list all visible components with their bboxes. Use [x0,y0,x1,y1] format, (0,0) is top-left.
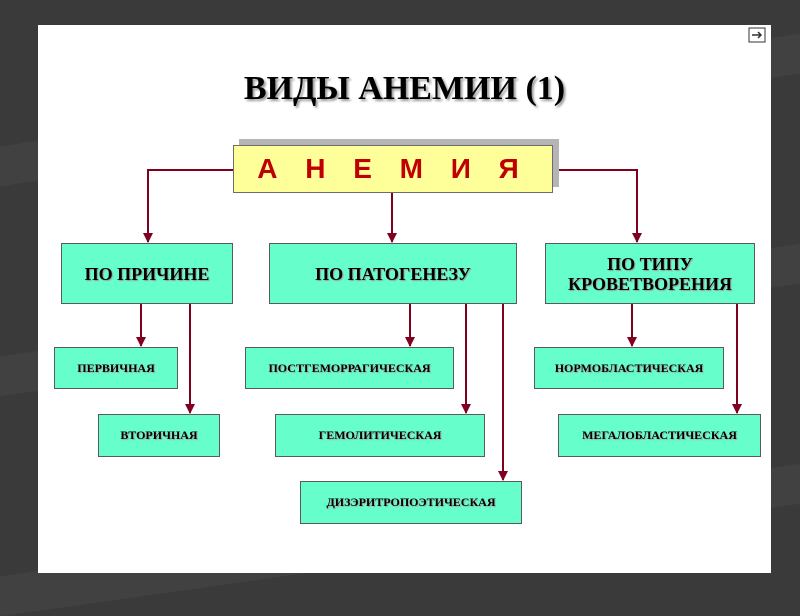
leaf-normoblastic: НОРМОБЛАСТИЧЕСКАЯ [534,347,724,389]
leaf-megaloblastic: МЕГАЛОБЛАСТИЧЕСКАЯ [558,414,761,457]
category-by-hematopoiesis-type: ПО ТИПУ КРОВЕТВОРЕНИЯ [545,243,755,304]
leaf-hemolytic: ГЕМОЛИТИЧЕСКАЯ [275,414,485,457]
leaf-posthemorrhagic: ПОСТГЕМОРРАГИЧЕСКАЯ [245,347,454,389]
arrow-root-to-hematopoiesis [552,169,642,243]
leaf-secondary: ВТОРИЧНАЯ [98,414,220,457]
connector-arrows [136,169,742,481]
leaf-dyserythropoietic: ДИЗЭРИТРОПОЭТИЧЕСКАЯ [300,481,522,524]
slide-title: ВИДЫ АНЕМИИ (1) [243,70,566,107]
category-by-cause: ПО ПРИЧИНЕ [61,243,233,304]
leaf-primary: ПЕРВИЧНАЯ [54,347,178,389]
root-node-anemia: А Н Е М И Я [233,145,553,193]
exit-icon[interactable] [748,27,766,43]
category-by-pathogenesis: ПО ПАТОГЕНЕЗУ [269,243,517,304]
arrow-root-to-cause [143,169,233,243]
